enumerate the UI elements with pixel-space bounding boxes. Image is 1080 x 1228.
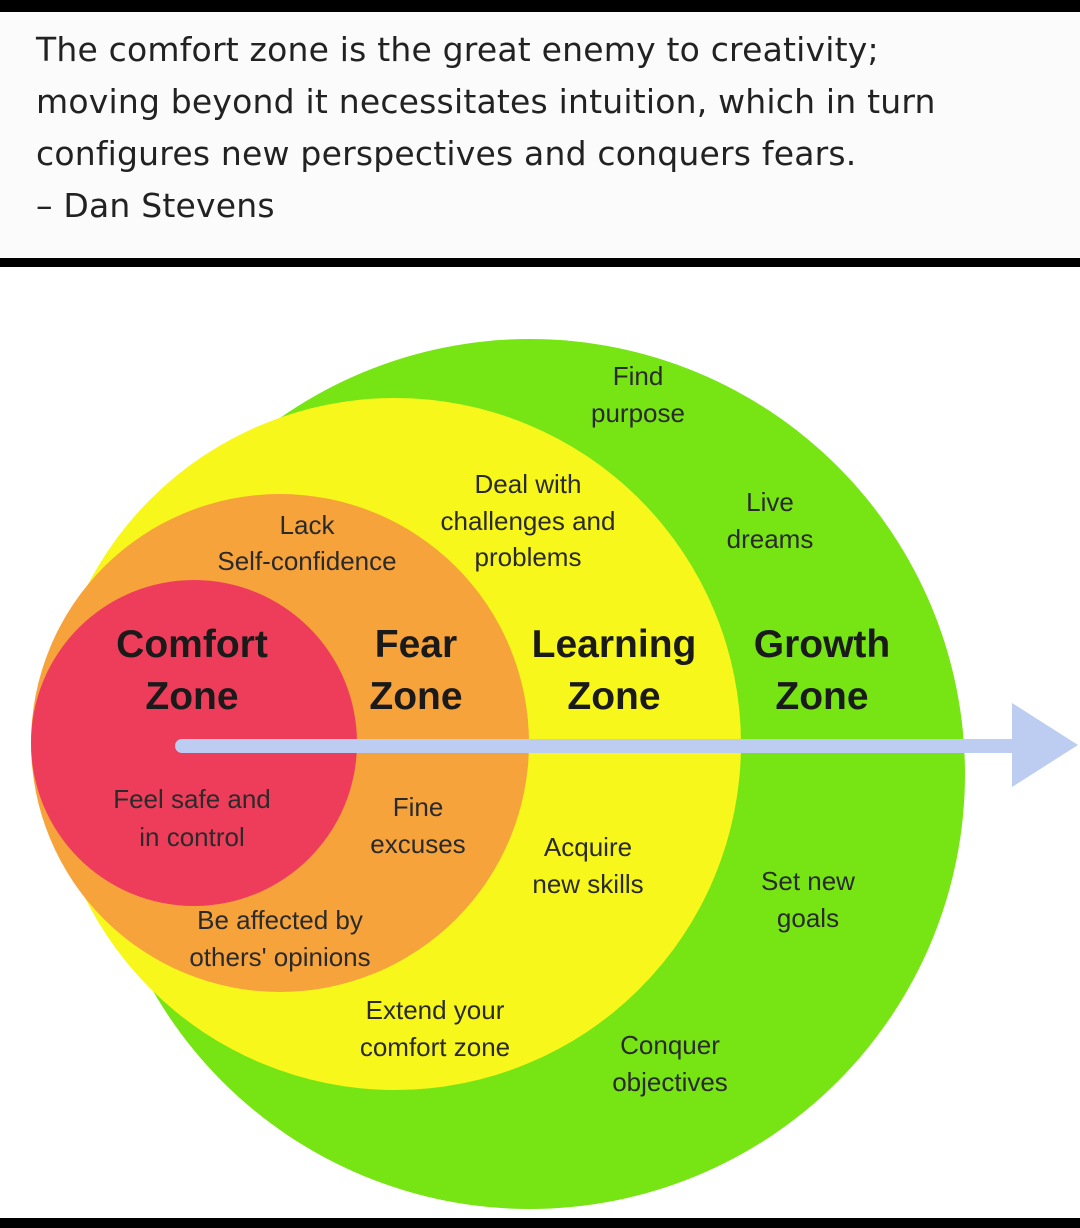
comfort-zone-diagram: Comfort Zone Fear Zone Learning Zone Gro… xyxy=(0,267,1080,1218)
quote-line-1: The comfort zone is the great enemy to c… xyxy=(36,30,879,69)
note-find-purpose: Find purpose xyxy=(591,361,685,428)
note-set-new-goals: Set new goals xyxy=(761,866,855,933)
quote-line-2: moving beyond it necessitates intuition,… xyxy=(36,82,936,121)
note-deal-with-challenges: Deal with challenges and problems xyxy=(441,469,616,572)
note-line: Feel safe and xyxy=(113,784,271,814)
note-line: Live xyxy=(746,487,794,517)
note-line: purpose xyxy=(591,398,685,428)
note-lack-self-confidence: Lack Self-confidence xyxy=(217,510,396,576)
note-line: Extend your xyxy=(366,995,505,1025)
quote-line-3: configures new perspectives and conquers… xyxy=(36,134,857,173)
note-line: Be affected by xyxy=(197,905,363,935)
note-line: in control xyxy=(139,822,245,852)
note-live-dreams: Live dreams xyxy=(727,487,814,554)
top-border xyxy=(0,0,1080,12)
growth-zone-title: Growth xyxy=(754,623,890,666)
growth-zone-subtitle: Zone xyxy=(775,675,868,718)
quote-panel: The comfort zone is the great enemy to c… xyxy=(0,12,1080,258)
quote-attribution: – Dan Stevens xyxy=(36,186,275,225)
note-conquer-objectives: Conquer objectives xyxy=(612,1030,728,1097)
comfort-zone-subtitle: Zone xyxy=(145,675,238,718)
note-line: challenges and xyxy=(441,506,616,536)
note-line: Set new xyxy=(761,866,855,896)
note-acquire-skills: Acquire new skills xyxy=(532,832,643,899)
note-line: new skills xyxy=(532,869,643,899)
note-line: others' opinions xyxy=(189,942,370,972)
note-line: objectives xyxy=(612,1067,728,1097)
section-divider xyxy=(0,258,1080,267)
fear-zone-subtitle: Zone xyxy=(369,675,462,718)
note-line: dreams xyxy=(727,524,814,554)
note-line: goals xyxy=(777,903,839,933)
note-extend-comfort-zone: Extend your comfort zone xyxy=(360,995,510,1062)
note-line: Acquire xyxy=(544,832,632,862)
bottom-border xyxy=(0,1218,1080,1228)
note-line: comfort zone xyxy=(360,1032,510,1062)
note-line: Fine xyxy=(393,792,444,822)
note-line: Self-confidence xyxy=(217,546,396,576)
note-fine-excuses: Fine excuses xyxy=(370,792,465,859)
comfort-zone-title: Comfort xyxy=(116,623,268,666)
growth-arrow-head xyxy=(1012,703,1078,787)
note-affected-by-opinions: Be affected by others' opinions xyxy=(189,905,370,972)
fear-zone-title: Fear xyxy=(375,623,457,666)
note-line: problems xyxy=(475,542,582,572)
learning-zone-subtitle: Zone xyxy=(567,675,660,718)
note-line: excuses xyxy=(370,829,465,859)
note-line: Find xyxy=(613,361,664,391)
note-feel-safe: Feel safe and in control xyxy=(113,784,271,852)
note-line: Conquer xyxy=(620,1030,720,1060)
learning-zone-title: Learning xyxy=(532,623,697,666)
note-line: Deal with xyxy=(475,469,582,499)
note-line: Lack xyxy=(280,510,336,540)
